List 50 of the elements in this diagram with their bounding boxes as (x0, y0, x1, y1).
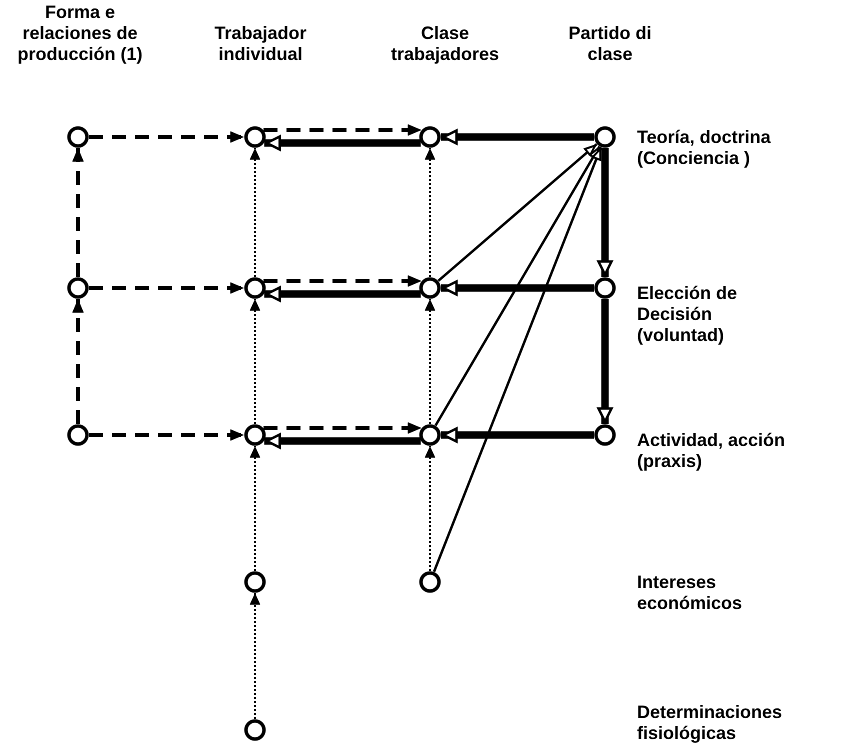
arrow (89, 429, 244, 441)
arrow (250, 148, 260, 277)
arrow (264, 286, 421, 302)
arrow (438, 143, 598, 282)
arrow (250, 593, 260, 719)
node-circle (594, 277, 616, 299)
arrow (597, 148, 613, 277)
arrow (424, 446, 436, 571)
arrow (264, 433, 421, 449)
node-circle (594, 424, 616, 446)
node-circle (244, 571, 266, 593)
column-header: Forma e relaciones de producción (1) (16, 2, 144, 65)
arrow (424, 148, 436, 277)
arrow (441, 427, 594, 443)
column-header: Clase trabajadores (390, 23, 500, 65)
node-circle (67, 277, 89, 299)
row-label: Intereses económicos (637, 572, 744, 614)
node-circle (67, 424, 89, 446)
column-header: Partido di clase (567, 23, 652, 65)
arrow (72, 148, 84, 277)
node-circle (419, 277, 441, 299)
arrow (434, 146, 600, 426)
arrow (264, 135, 421, 151)
node-circle (244, 126, 266, 148)
node-circle (594, 126, 616, 148)
arrow (432, 146, 602, 572)
node-circle (244, 277, 266, 299)
arrow (441, 129, 594, 145)
arrow (250, 446, 260, 571)
row-label: Elección de Decisión (voluntad) (637, 283, 738, 346)
row-label: Actividad, acción (praxis) (637, 430, 786, 472)
arrow (263, 124, 422, 136)
arrow (263, 422, 422, 434)
arrow (597, 299, 613, 424)
arrow (441, 280, 594, 296)
row-label: Teoría, doctrina (Conciencia ) (637, 127, 772, 169)
node-circle (244, 424, 266, 446)
arrow (263, 275, 422, 287)
node-circle (67, 126, 89, 148)
arrow (89, 131, 244, 143)
column-header: Trabajador individual (213, 23, 308, 65)
row-label: Determinaciones fisiológicas (637, 702, 784, 744)
node-circle (419, 571, 441, 593)
arrow (424, 299, 436, 424)
node-circle (244, 719, 266, 741)
node-circle (419, 424, 441, 446)
arrow (250, 299, 260, 424)
arrow (89, 282, 244, 294)
arrow (72, 299, 84, 424)
node-circle (419, 126, 441, 148)
